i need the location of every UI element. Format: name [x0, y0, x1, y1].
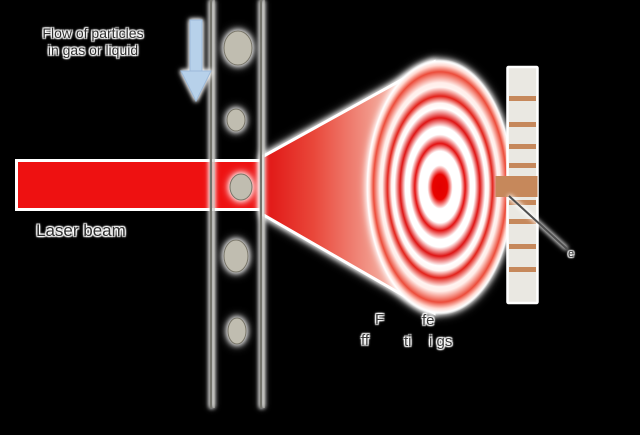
flow-label-line1: Flow of particles	[42, 25, 144, 41]
particle	[223, 239, 249, 273]
detector-element	[509, 122, 536, 127]
laser-beam	[15, 159, 265, 211]
detector-element	[509, 244, 536, 249]
detector-central-element	[495, 176, 538, 197]
particle	[227, 317, 247, 345]
caption-fragment: F	[375, 311, 385, 328]
particle	[226, 108, 246, 132]
detector	[495, 65, 539, 305]
caption-fragment: fe	[422, 312, 435, 329]
laser-beam-fill	[18, 162, 264, 208]
detector-element	[509, 144, 536, 149]
detector-element	[509, 267, 536, 272]
particle-in-beam	[229, 173, 253, 201]
caption-fragment: ff	[361, 332, 370, 349]
particle	[223, 30, 253, 66]
detector-element	[509, 219, 536, 224]
diffraction-rings	[366, 59, 514, 315]
caption-fragment: i gs	[429, 333, 453, 350]
flow-label-line2: in gas or liquid	[47, 42, 139, 58]
detector-element	[509, 163, 536, 168]
detector-pointer-line	[508, 195, 568, 250]
detector-element	[509, 96, 536, 101]
arrow-head	[180, 70, 212, 103]
flow-direction-arrow-icon	[180, 19, 212, 103]
detector-pointer-label: e	[568, 248, 575, 260]
caption-fragment: ti	[404, 333, 412, 350]
detector-element	[509, 200, 536, 205]
particles	[223, 30, 253, 345]
flow-label: Flow of particles in gas or liquid	[20, 25, 166, 59]
arrow-shaft	[189, 19, 203, 74]
flow-channel	[209, 0, 265, 408]
laser-beam-label: Laser beam	[36, 221, 126, 240]
